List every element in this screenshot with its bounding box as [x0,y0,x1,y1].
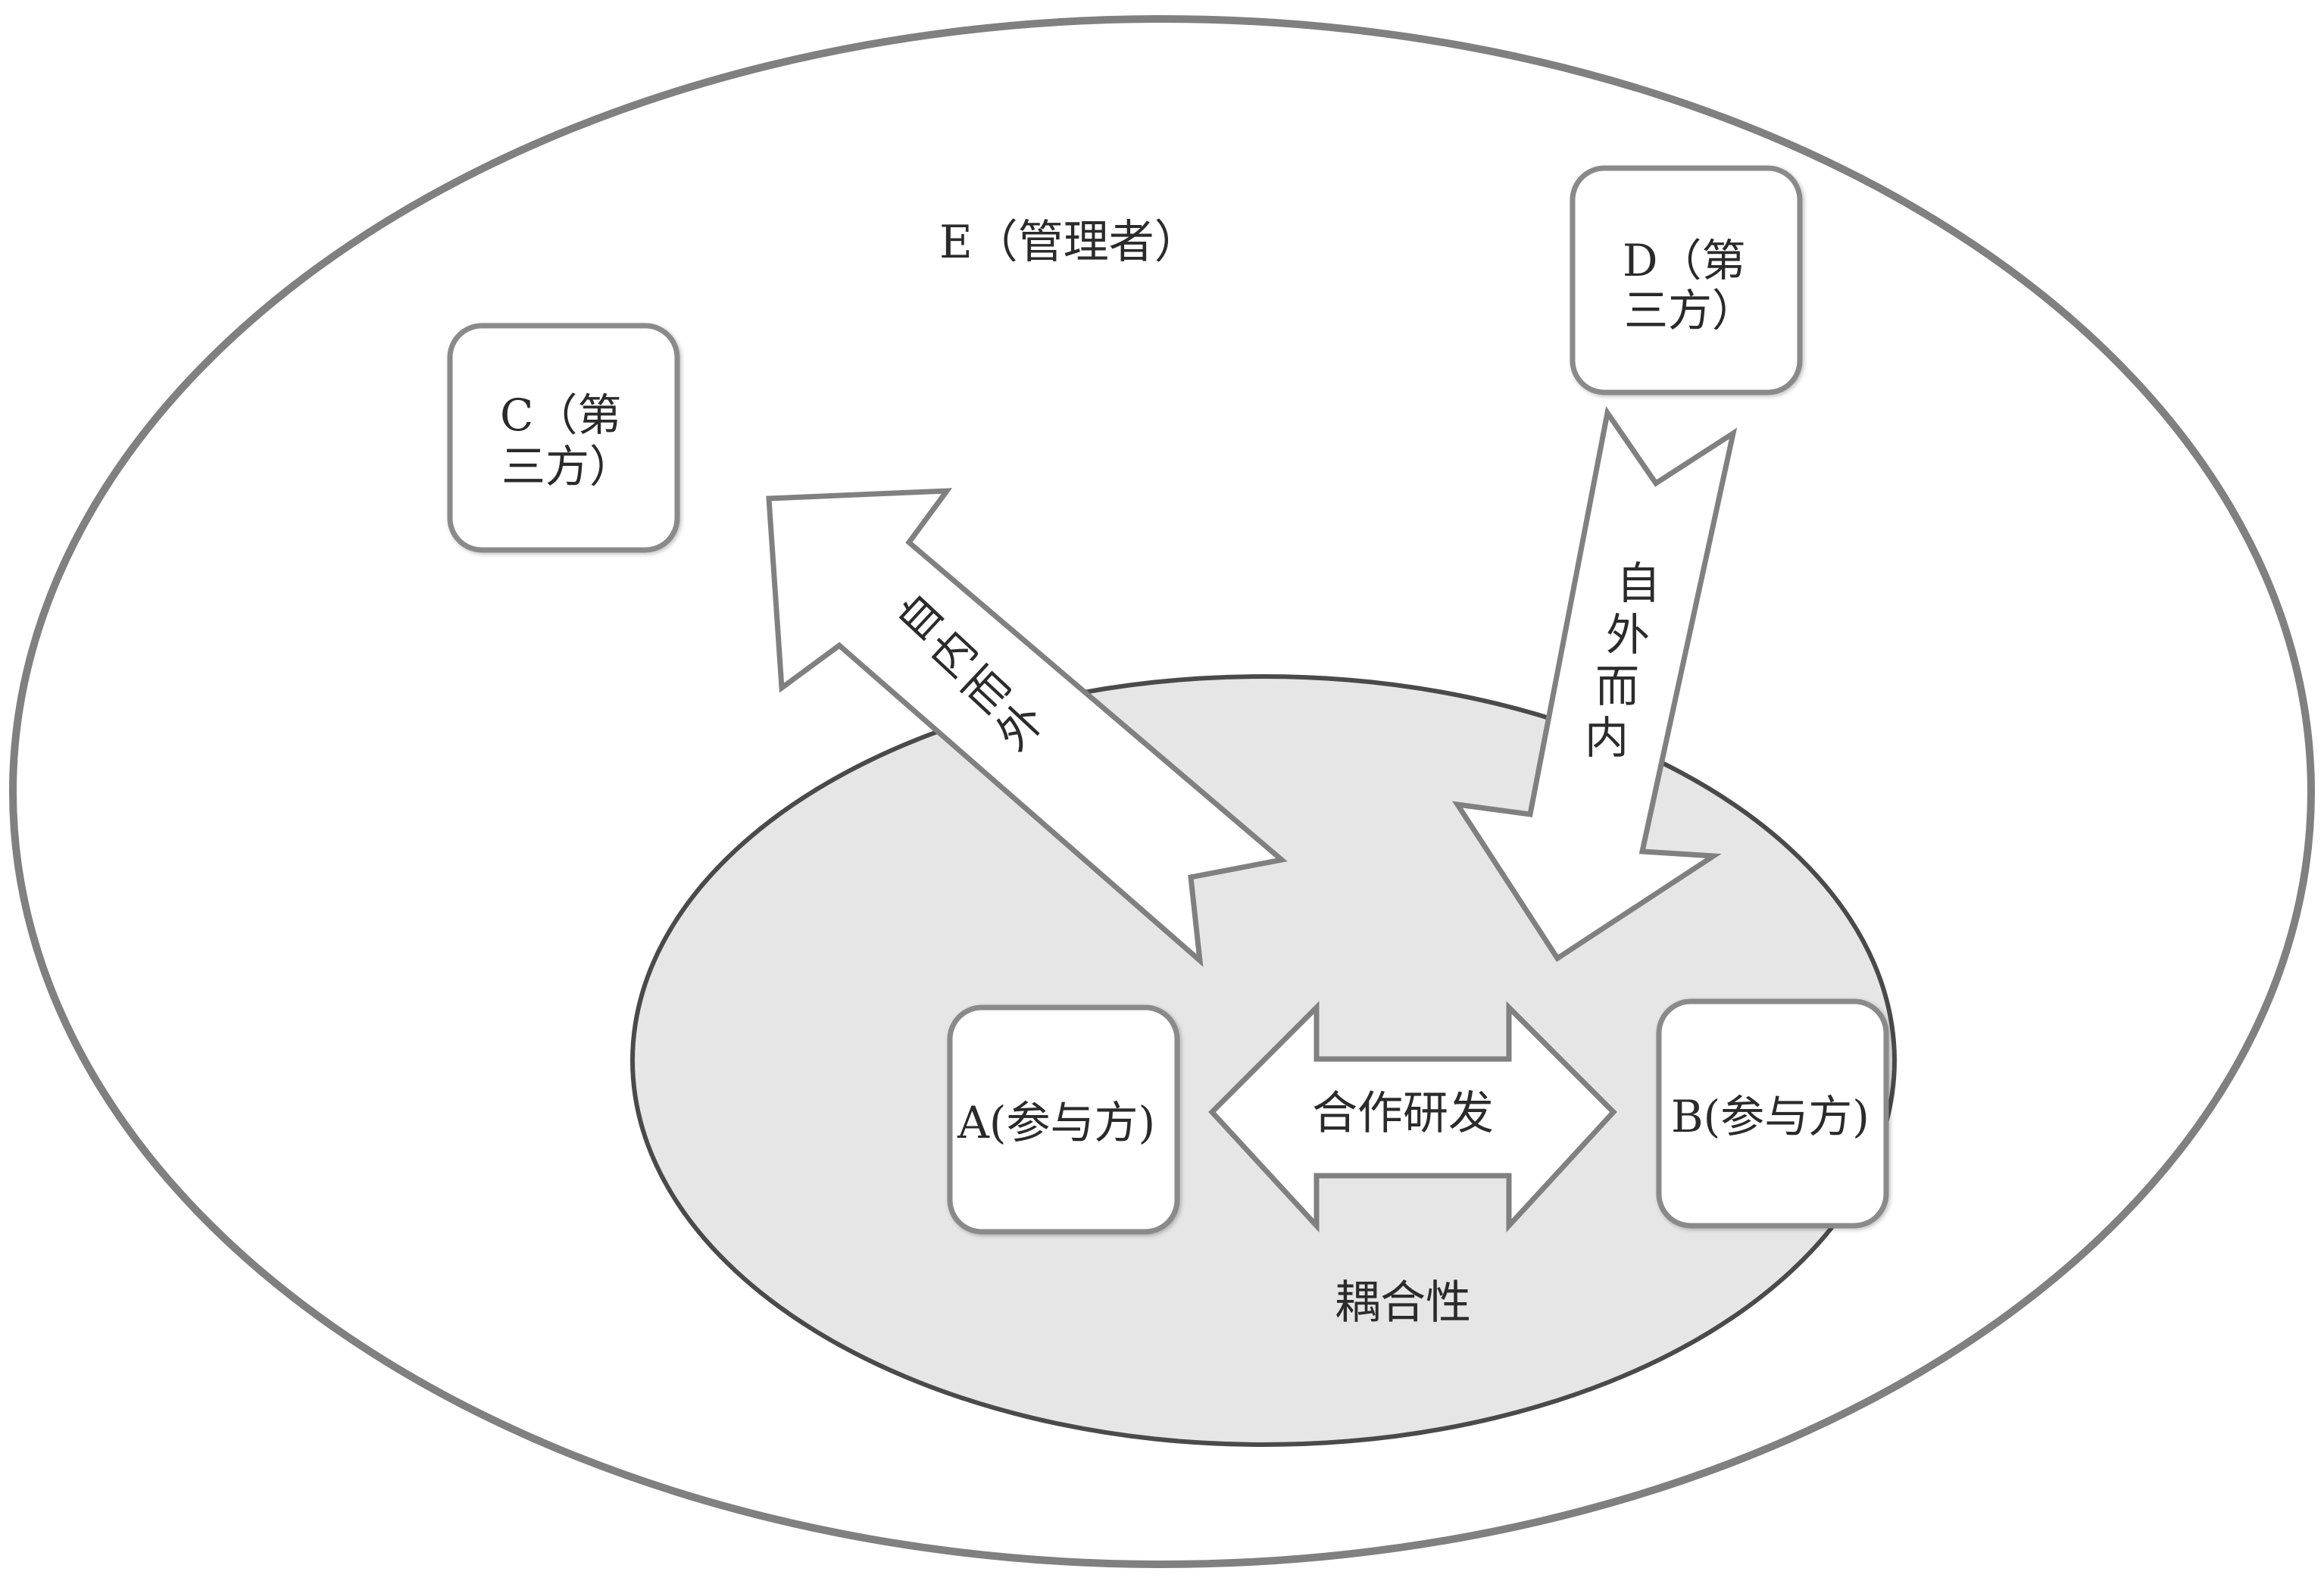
node-a-participant: A(参与方) [947,1004,1180,1235]
collab-arrow-label: 合作研发 [1312,1087,1494,1140]
node-c-third-party: C（第 三方） [447,323,680,553]
node-a-label: A(参与方) [957,1097,1155,1148]
coupling-label: 耦合性 [1335,1276,1471,1329]
node-d-third-party: D（第 三方） [1570,165,1803,395]
collab-double-arrow: 合作研发 [1208,1001,1617,1233]
inward-char-1: 自 [1616,558,1660,609]
node-b-label: B(参与方) [1671,1091,1870,1142]
arrow-inside-out [766,488,1288,967]
manager-label: E（管理者） [939,216,1200,269]
node-b-participant: B(参与方) [1656,998,1889,1229]
node-c-line1: C（第 [500,389,621,441]
inward-char-4: 内 [1585,712,1629,764]
arrow-outside-in-label: 自 外 而 内 [1585,558,1660,764]
node-d-line2: 三方） [1624,285,1756,336]
inward-char-3: 而 [1595,661,1639,712]
inward-char-2: 外 [1606,609,1650,661]
arrow-outside-in [1451,406,1738,962]
node-d-line1: D（第 [1623,235,1746,286]
node-c-line2: 三方） [501,441,633,492]
